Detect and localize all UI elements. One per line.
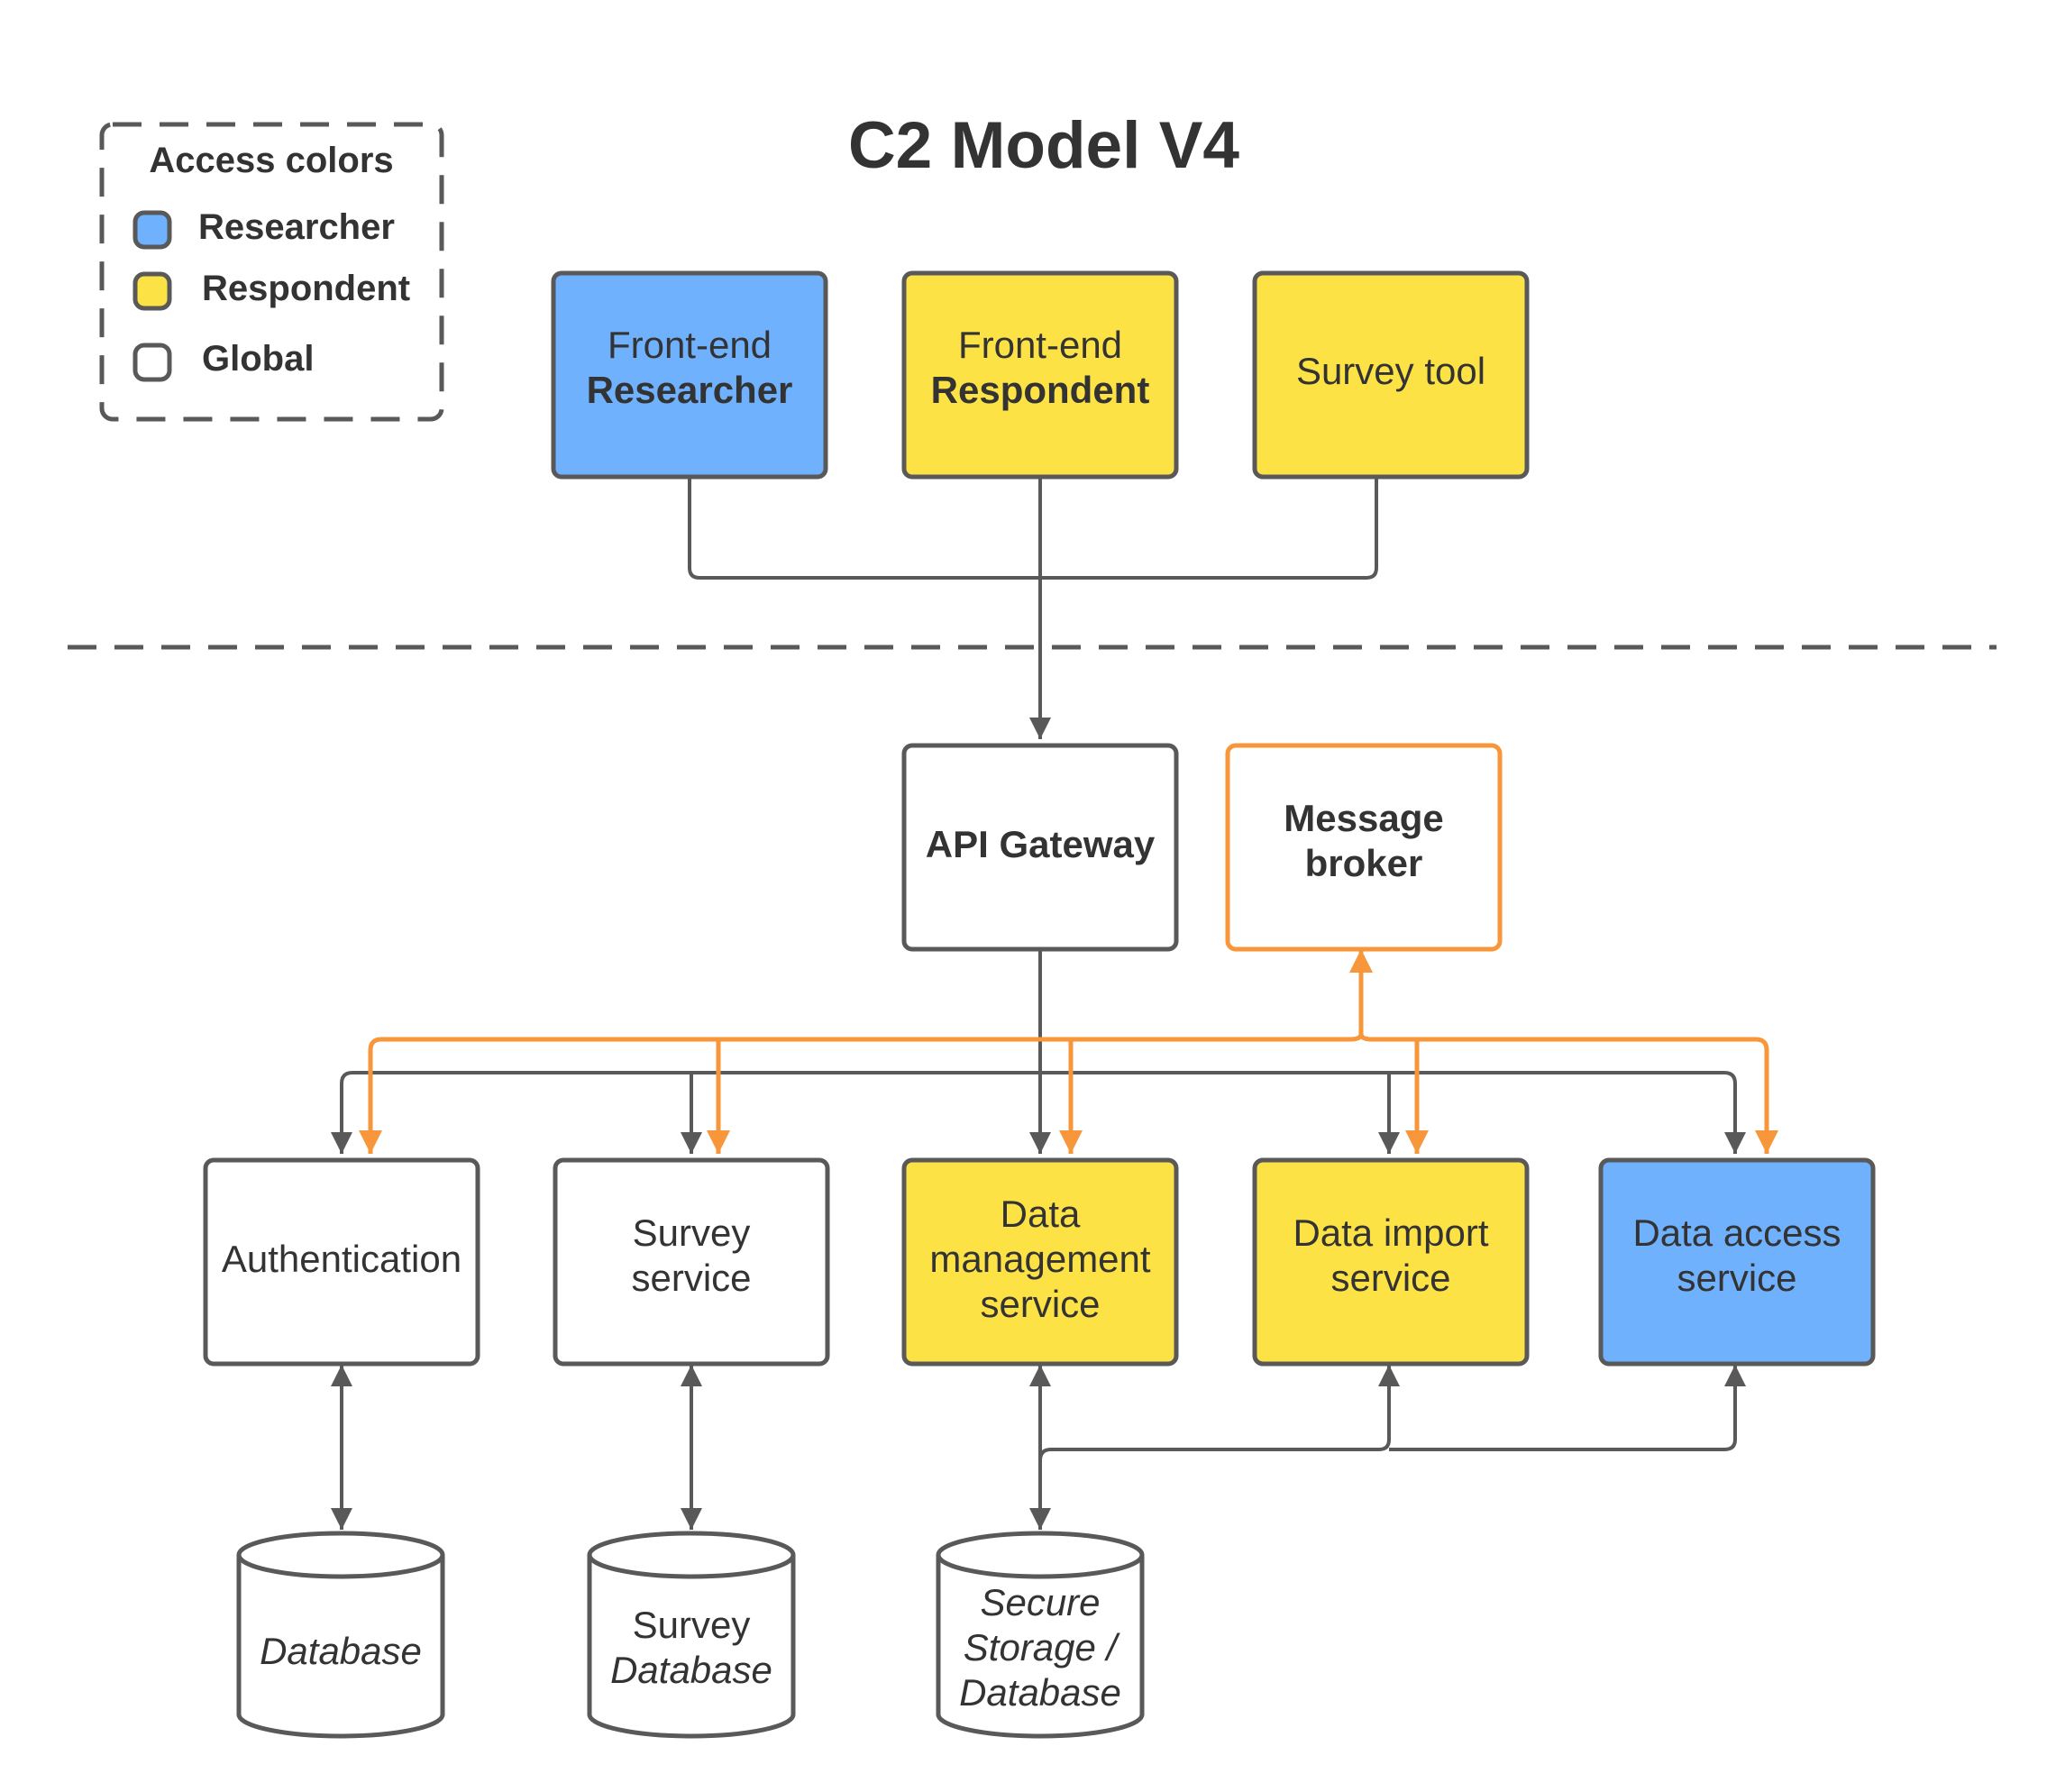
node-box xyxy=(1598,1157,1876,1367)
db-label-italic: Secure xyxy=(980,1581,1100,1623)
broker-bus-right xyxy=(1358,1033,1778,1154)
db-secure-storage: Secure Storage / Database xyxy=(936,1531,1145,1739)
node-authentication: Authentication xyxy=(203,1157,480,1367)
frontend-connectors xyxy=(688,478,1378,739)
db-label: Database xyxy=(260,1630,422,1672)
node-line: service xyxy=(1330,1257,1450,1299)
connector-storage-to-import xyxy=(1038,1365,1400,1461)
cylinder-top xyxy=(236,1531,445,1579)
legend-swatch-researcher xyxy=(133,210,172,250)
node-line: Survey xyxy=(633,1211,751,1254)
node-box xyxy=(1252,270,1530,480)
node-line: service xyxy=(980,1283,1100,1325)
node-line-bold: Respondent xyxy=(931,369,1150,411)
db-label: Survey xyxy=(633,1604,751,1646)
connector-to-authentication xyxy=(331,1071,1040,1154)
legend-label-respondent: Respondent xyxy=(202,269,410,308)
connector-survey-tool xyxy=(1040,478,1378,580)
node-line: Data xyxy=(1001,1193,1081,1235)
node-message-broker: Message broker xyxy=(1225,743,1503,952)
node-api-gateway: API Gateway xyxy=(901,743,1179,952)
node-line: service xyxy=(631,1257,751,1299)
node-line-bold: broker xyxy=(1305,842,1423,884)
node-frontend-respondent: Front-end Respondent xyxy=(901,270,1179,480)
node-line: Survey tool xyxy=(1296,350,1485,392)
node-box xyxy=(1252,1157,1530,1367)
node-data-import-service: Data import service xyxy=(1252,1157,1530,1367)
db-label-italic: Storage / xyxy=(964,1626,1121,1669)
node-line-bold: Researcher xyxy=(587,369,793,411)
message-broker-connectors xyxy=(359,949,1778,1154)
legend-label-researcher: Researcher xyxy=(198,207,395,247)
node-line-bold: Message xyxy=(1284,797,1443,839)
node-box xyxy=(551,270,828,480)
node-survey-tool: Survey tool xyxy=(1252,270,1530,480)
node-line: Data access xyxy=(1632,1211,1841,1254)
node-box xyxy=(901,1157,1179,1367)
legend-label-global: Global xyxy=(202,339,314,379)
gateway-connectors xyxy=(331,946,1746,1154)
legend: Access colors Researcher Respondent Glob… xyxy=(99,122,444,422)
cylinder-top xyxy=(587,1531,796,1579)
node-line: Front-end xyxy=(608,324,772,366)
node-survey-service: Survey service xyxy=(553,1157,830,1367)
connector-researcher-frontend xyxy=(688,478,1040,580)
legend-heading: Access colors xyxy=(149,141,393,180)
db-label-italic: Database xyxy=(959,1671,1121,1714)
connector-storage-to-access xyxy=(1389,1365,1746,1451)
storage-connectors xyxy=(331,1365,1746,1530)
broker-bus-left xyxy=(359,1033,1364,1154)
connector-to-data-import-access xyxy=(1040,1071,1746,1154)
node-data-access-service: Data access service xyxy=(1598,1157,1876,1367)
node-box xyxy=(203,1157,480,1367)
cylinder-body xyxy=(936,1555,1145,1739)
node-data-management-service: Data management service xyxy=(901,1157,1179,1367)
legend-frame xyxy=(99,122,444,422)
cylinder-top xyxy=(936,1531,1145,1579)
legend-swatch-respondent xyxy=(133,271,172,311)
db-database: Database xyxy=(236,1531,445,1739)
diagram-title: C2 Model V4 xyxy=(848,109,1239,182)
node-box xyxy=(1225,743,1503,952)
db-survey-database: Survey Database xyxy=(587,1531,796,1739)
node-box xyxy=(901,743,1179,952)
node-line: management xyxy=(929,1238,1150,1280)
node-line: Data import xyxy=(1293,1211,1488,1254)
node-box xyxy=(553,1157,830,1367)
db-label-italic: Database xyxy=(610,1649,772,1691)
node-frontend-researcher: Front-end Researcher xyxy=(551,270,828,480)
node-line: Front-end xyxy=(958,324,1122,366)
node-line: service xyxy=(1677,1257,1796,1299)
legend-swatch-global xyxy=(133,343,172,382)
node-line: Authentication xyxy=(222,1238,461,1280)
node-line-bold: API Gateway xyxy=(926,823,1156,865)
node-box xyxy=(901,270,1179,480)
cylinder-body xyxy=(236,1555,445,1739)
cylinder-body xyxy=(587,1555,796,1739)
